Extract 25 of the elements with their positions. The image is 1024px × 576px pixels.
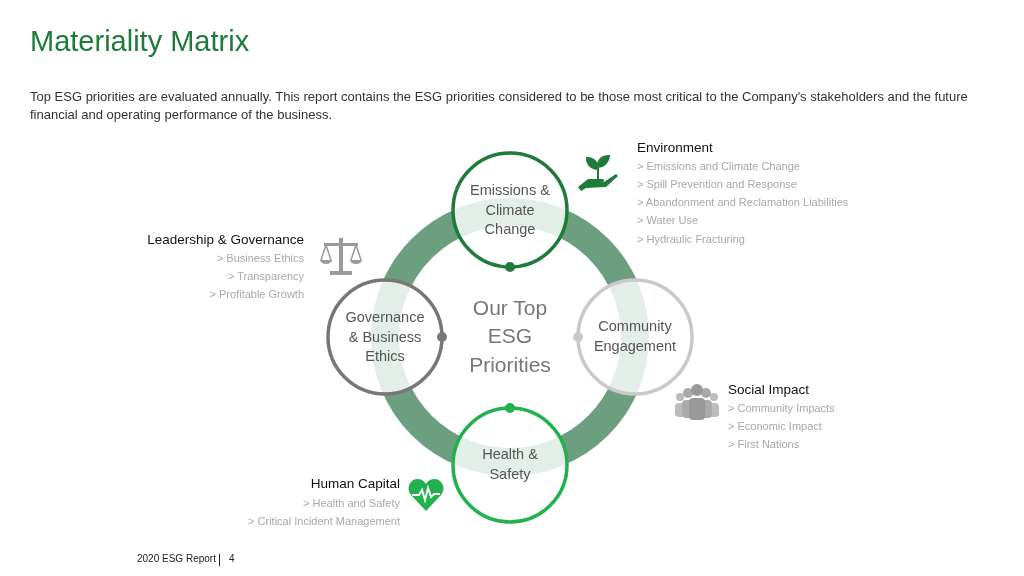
topic-item: > Critical Incident Management	[248, 515, 400, 529]
topic-item: > Health and Safety	[303, 497, 400, 511]
topic-item: > Emissions and Climate Change	[637, 160, 800, 174]
priority-label: Community Engagement	[592, 317, 678, 356]
topic-item: > First Nations	[728, 438, 800, 452]
category-heading: Social Impact	[728, 382, 810, 399]
footer-text: 2020 ESG Report	[137, 553, 216, 565]
topic-item: > Economic Impact	[728, 420, 822, 434]
category-heading: Environment	[637, 140, 713, 157]
topic-item: > Water Use	[637, 214, 699, 228]
topic-item: > Abandonment and Reclamation Liabilities	[637, 196, 849, 210]
priority-label: Health & Safety	[481, 445, 539, 484]
category-heading: Leadership & Governance	[147, 232, 304, 249]
center-heading: Our Top ESG Priorities	[468, 295, 552, 379]
intro-text: Top ESG priorities are evaluated annually. This report contains the ESG priorities considered to be those most critical to the Company's stakeholders and the future financial and operating performance of the business.	[30, 88, 969, 125]
topic-item: > Transparency	[227, 270, 304, 284]
topic-item: > Community Impacts	[728, 402, 835, 416]
page-title: Materiality Matrix	[30, 24, 250, 59]
category-heading: Human Capital	[310, 476, 400, 493]
footer-text: 4	[229, 553, 235, 565]
topic-item: > Business Ethics	[216, 252, 304, 266]
topic-item: > Profitable Growth	[209, 288, 304, 302]
priority-label: Emissions & Climate Change	[469, 180, 551, 239]
topic-item: > Spill Prevention and Response	[637, 178, 797, 192]
priority-label: Governance & Business Ethics	[344, 307, 426, 366]
